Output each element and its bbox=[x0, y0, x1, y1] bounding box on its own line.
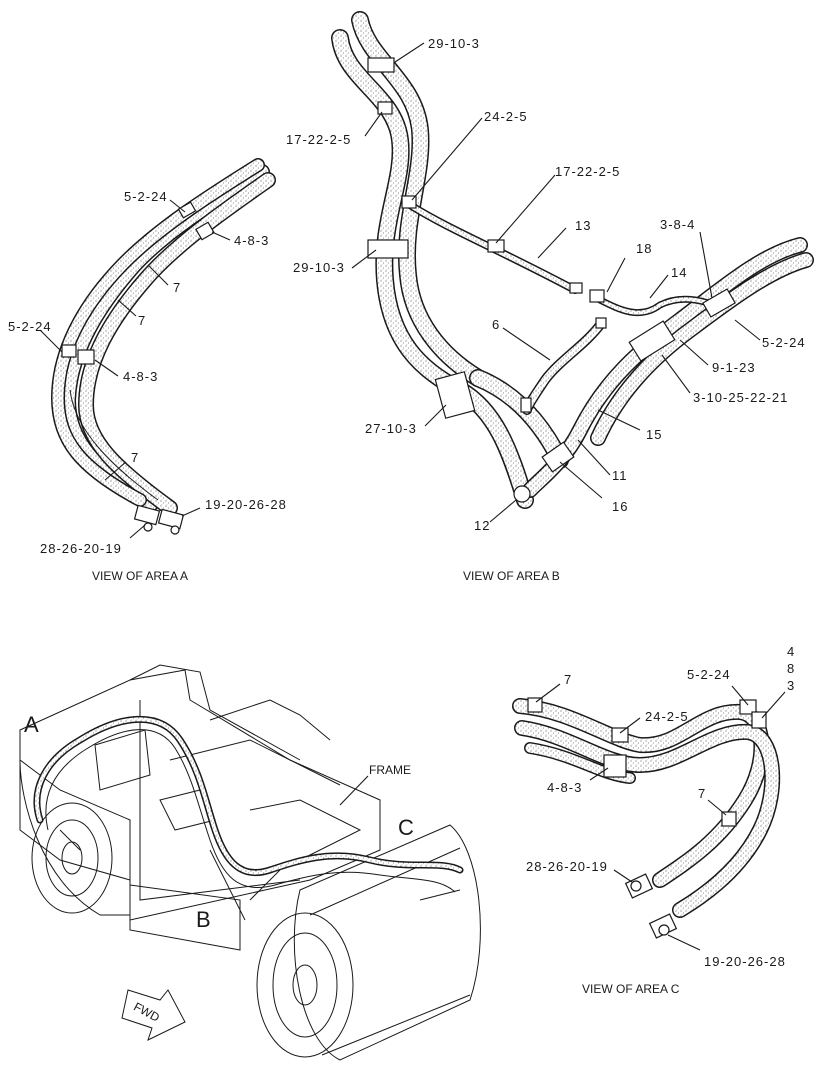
caption-view-area-c: VIEW OF AREA C bbox=[582, 982, 680, 996]
clamp-c-7-mid bbox=[721, 811, 737, 827]
fwd-arrow: FWD bbox=[121, 989, 186, 1041]
clamp-b-17-22-2-5-top bbox=[377, 101, 393, 115]
fitting-c-nut-1 bbox=[630, 880, 642, 892]
callout-c-5-2-24: 5-2-24 bbox=[687, 667, 731, 682]
callout-b-18: 18 bbox=[636, 241, 652, 256]
clamp-c-24-2-5 bbox=[611, 727, 629, 743]
clamp-c-7-top bbox=[527, 697, 543, 713]
fitting-c-nut-2 bbox=[658, 924, 670, 936]
callout-b-15: 15 bbox=[646, 427, 662, 442]
clamp-b-3-10-25-22-21 bbox=[628, 320, 676, 362]
callout-b-29-10-3-top: 29-10-3 bbox=[428, 36, 480, 51]
callout-b-14: 14 bbox=[671, 265, 687, 280]
fitting-b-12 bbox=[513, 485, 531, 503]
callout-b-24-2-5: 24-2-5 bbox=[484, 109, 528, 124]
caption-view-area-b: VIEW OF AREA B bbox=[463, 569, 560, 583]
callout-b-5-2-24: 5-2-24 bbox=[762, 335, 806, 350]
callout-b-13: 13 bbox=[575, 218, 591, 233]
fittings-a bbox=[133, 504, 185, 535]
callout-c-7-top: 7 bbox=[564, 672, 572, 687]
callout-b-16: 16 bbox=[612, 499, 628, 514]
view-area-c: 7 5-2-24 4 8 3 24-2-5 4-8-3 7 28-26-20-1… bbox=[512, 644, 795, 996]
callout-a-28-26-20-19: 28-26-20-19 bbox=[40, 541, 122, 556]
callout-a-5-2-24-top: 5-2-24 bbox=[124, 189, 168, 204]
callout-c-3-vertical: 3 bbox=[787, 678, 795, 693]
clamp-b-3-8-4 bbox=[702, 288, 736, 318]
clamp-b-29-10-3-top bbox=[367, 57, 395, 73]
callout-b-11: 11 bbox=[612, 468, 628, 483]
fitting-b-6-bottom bbox=[520, 397, 532, 413]
clamp-a-2 bbox=[61, 344, 95, 365]
fwd-label: FWD bbox=[131, 999, 162, 1024]
callout-b-3-10-25-22-21: 3-10-25-22-21 bbox=[693, 390, 788, 405]
hose-6 bbox=[522, 320, 605, 415]
machine-overview: FWD FRAME A B C bbox=[19, 664, 481, 1061]
clamp-c-4-8-3 bbox=[603, 754, 627, 778]
callout-c-4-vertical: 4 bbox=[787, 644, 795, 659]
clamp-b-29-10-3-mid bbox=[367, 239, 409, 259]
callout-b-29-10-3-mid: 29-10-3 bbox=[293, 260, 345, 275]
callout-b-27-10-3: 27-10-3 bbox=[365, 421, 417, 436]
callout-b-12: 12 bbox=[474, 518, 490, 533]
callout-a-7-upper: 7 bbox=[173, 280, 181, 295]
fitting-b-18 bbox=[589, 289, 605, 303]
callout-b-9-1-23: 9-1-23 bbox=[712, 360, 756, 375]
callout-c-7-mid: 7 bbox=[698, 786, 706, 801]
callout-b-3-8-4: 3-8-4 bbox=[660, 217, 695, 232]
callout-a-4-8-3-mid: 4-8-3 bbox=[123, 369, 158, 384]
view-area-b: 29-10-3 17-22-2-5 24-2-5 17-22-2-5 13 18… bbox=[286, 11, 814, 583]
callout-a-5-2-24-mid: 5-2-24 bbox=[8, 319, 52, 334]
machine-hose-route bbox=[33, 715, 464, 921]
hose-13 bbox=[406, 201, 579, 294]
callout-c-8-vertical: 8 bbox=[787, 661, 795, 676]
area-c-marker: C bbox=[398, 815, 414, 840]
callout-c-4-8-3: 4-8-3 bbox=[547, 780, 582, 795]
clamp-b-17-22-2-5-mid bbox=[487, 239, 505, 253]
hose-bundle-a bbox=[51, 158, 276, 516]
area-a-marker: A bbox=[24, 712, 39, 737]
callout-c-24-2-5: 24-2-5 bbox=[645, 709, 689, 724]
frame-label: FRAME bbox=[369, 763, 411, 777]
callout-b-17-22-2-5-right: 17-22-2-5 bbox=[555, 164, 620, 179]
drum-c bbox=[256, 824, 481, 1061]
fitting-b-13-end bbox=[569, 282, 583, 294]
view-area-a: 5-2-24 4-8-3 7 7 5-2-24 4-8-3 7 19-20-26… bbox=[8, 158, 287, 583]
callout-a-4-8-3-top: 4-8-3 bbox=[234, 233, 269, 248]
callout-b-17-22-2-5-left: 17-22-2-5 bbox=[286, 132, 351, 147]
clamp-c-4-8-3-right bbox=[751, 711, 767, 729]
fitting-b-6-top bbox=[595, 317, 607, 329]
caption-view-area-a: VIEW OF AREA A bbox=[92, 569, 188, 583]
clamp-a-1 bbox=[177, 201, 215, 241]
callout-a-7-lower: 7 bbox=[131, 450, 139, 465]
callout-c-28-26-20-19: 28-26-20-19 bbox=[526, 859, 608, 874]
callout-a-7-middle: 7 bbox=[138, 313, 146, 328]
callout-b-6: 6 bbox=[492, 317, 500, 332]
hose-14 bbox=[596, 295, 719, 317]
callout-c-19-20-26-28: 19-20-26-28 bbox=[704, 954, 786, 969]
clamp-c-5-2-24 bbox=[739, 699, 757, 715]
area-b-marker: B bbox=[196, 907, 211, 932]
callout-a-19-20-26-28: 19-20-26-28 bbox=[205, 497, 287, 512]
